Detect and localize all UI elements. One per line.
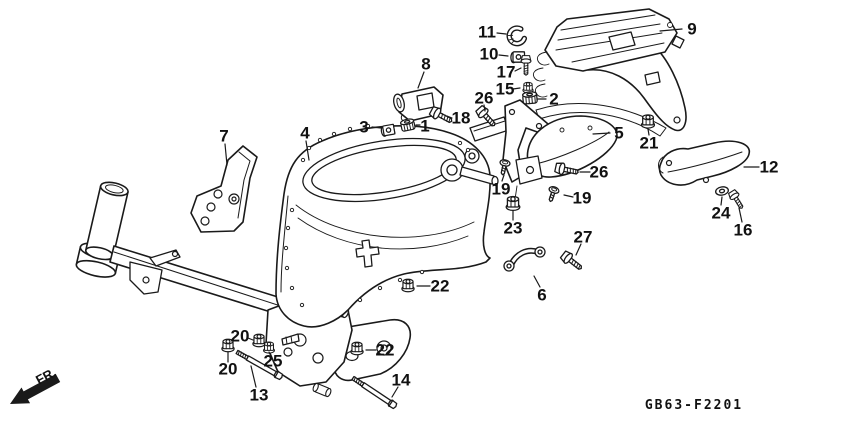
part-number-label-22: 22 — [376, 341, 395, 360]
callout-leader-5 — [592, 132, 611, 135]
callout-leader-20 — [247, 337, 254, 341]
bolt — [558, 249, 586, 274]
washer — [714, 185, 730, 197]
part-number-label-2: 2 — [549, 90, 558, 109]
flange-nut — [505, 195, 521, 212]
part-number-label-21: 21 — [640, 134, 659, 153]
frame-down-tube — [109, 245, 295, 319]
grommet — [521, 90, 539, 105]
part-number-label-23: 23 — [504, 219, 523, 238]
part-number-label-9: 9 — [687, 20, 696, 39]
screw — [544, 184, 561, 204]
frame-head-tube — [75, 181, 129, 278]
callout-leader-14 — [391, 386, 399, 398]
part-number-label-3: 3 — [359, 118, 368, 137]
part-number-label-13: 13 — [250, 386, 269, 405]
part-number-label-11: 11 — [478, 23, 496, 42]
part-number-label-14: 14 — [392, 371, 411, 390]
diagram-art — [75, 8, 751, 411]
part-number-label-7: 7 — [219, 127, 228, 146]
mud-flap — [658, 140, 751, 186]
part-number-label-25: 25 — [264, 352, 283, 371]
flange-nut — [640, 114, 656, 129]
part-number-label-24: 24 — [712, 204, 731, 223]
bolt — [520, 55, 532, 76]
part-number-label-5: 5 — [614, 124, 623, 143]
part-number-label-8: 8 — [421, 55, 430, 74]
callout-leader-25 — [268, 351, 272, 357]
part-number-label-19: 19 — [573, 189, 592, 208]
frame-body — [275, 123, 499, 328]
part-number-label-27: 27 — [574, 228, 593, 247]
part-number-label-6: 6 — [537, 286, 546, 305]
diagram-code: GB63-F2201 — [645, 398, 743, 413]
part-number-label-1: 1 — [420, 117, 429, 136]
part-number-label-26: 26 — [475, 89, 494, 108]
callout-leader-8 — [417, 71, 425, 89]
part-number-label-22: 22 — [431, 277, 450, 296]
part-number-label-15: 15 — [496, 80, 515, 99]
fr-direction-arrow: FR. — [10, 364, 61, 404]
callout-leader-13 — [250, 365, 257, 388]
clip-nut — [379, 123, 396, 138]
callout-leader-6 — [533, 275, 541, 288]
callout-leader-27 — [575, 243, 582, 256]
stay-pipe — [503, 246, 546, 272]
callout-leader-10 — [498, 54, 509, 57]
flange-nut — [401, 278, 415, 293]
callout-leader-16 — [738, 207, 743, 223]
callout-leader-3 — [371, 126, 382, 129]
part-number-label-19: 19 — [492, 180, 511, 199]
part-number-label-20: 20 — [219, 360, 238, 379]
callout-leader-26 — [483, 104, 486, 112]
frame-rivets — [283, 123, 471, 308]
callout-leader-24 — [720, 196, 723, 206]
callout-leader-18 — [446, 115, 453, 119]
part-number-label-10: 10 — [480, 45, 499, 64]
part-number-label-16: 16 — [734, 221, 753, 240]
flange-nut — [252, 333, 266, 348]
callout-leader-7 — [224, 143, 228, 166]
callout-leader-17 — [514, 67, 522, 72]
rear-fender-carrier — [532, 8, 687, 137]
part-number-label-20: 20 — [231, 327, 250, 346]
callout-leader-9 — [659, 28, 683, 32]
retainer-clip — [506, 27, 525, 46]
part-number-label-18: 18 — [452, 109, 471, 128]
callout-leader-15 — [512, 87, 521, 90]
flange-nut — [350, 341, 364, 356]
part-number-label-12: 12 — [760, 158, 779, 177]
callout-leader-21 — [647, 128, 650, 136]
callout-leader-19 — [563, 194, 574, 198]
callout-leader-19 — [501, 174, 505, 182]
part-number-label-17: 17 — [497, 63, 516, 82]
callout-leader-11 — [496, 32, 507, 35]
fender-front-piece — [469, 99, 618, 207]
frame-bushing — [311, 382, 333, 398]
side-bracket-plate — [190, 145, 258, 233]
part-number-label-4: 4 — [300, 124, 310, 143]
callout-leader-4 — [305, 140, 310, 161]
part-number-label-26: 26 — [590, 163, 609, 182]
